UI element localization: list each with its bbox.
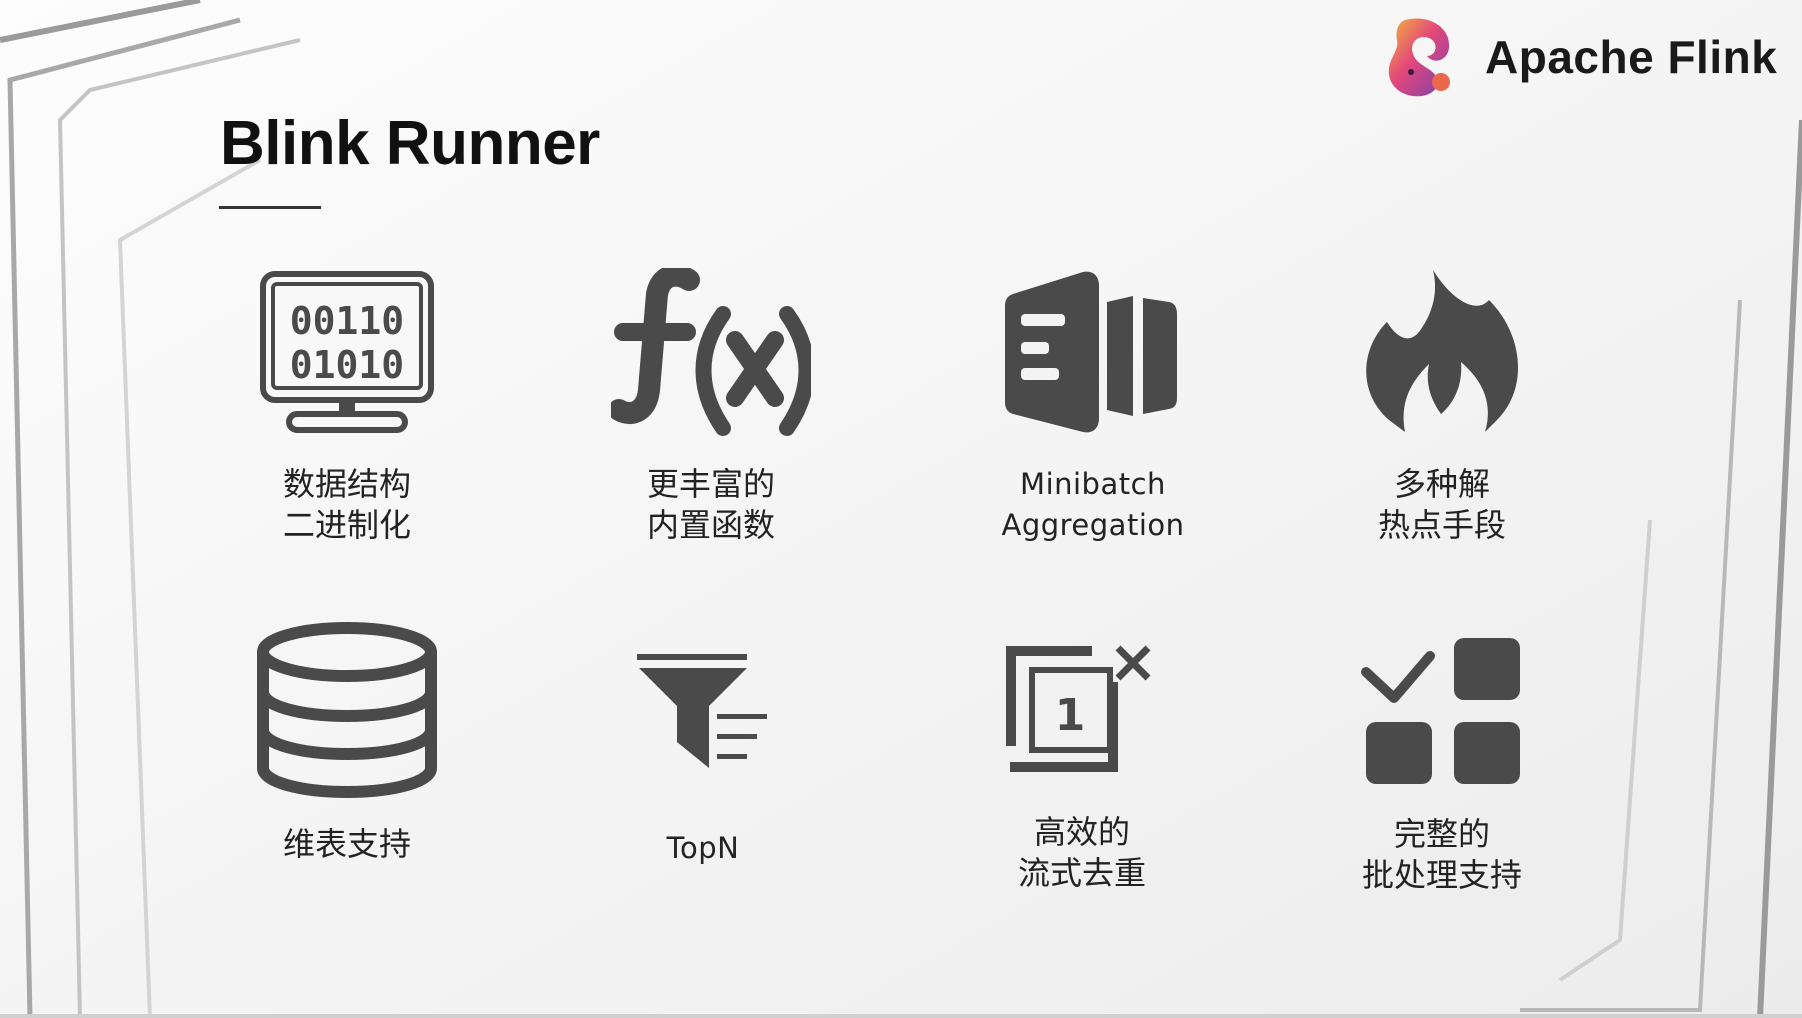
binary-monitor-icon: 00110 01010 [260, 271, 434, 433]
flink-squirrel-logo-icon [1388, 18, 1450, 97]
binary-row-1: 00110 [290, 299, 404, 343]
slide-title: Blink Runner [220, 109, 600, 178]
feature-binary: 00110 01010 数据结构 二进制化 [167, 268, 527, 546]
feature-batch: 完整的 批处理支持 [1262, 636, 1622, 896]
database-icon [257, 622, 437, 798]
binary-row-2: 01010 [290, 343, 404, 387]
feature-dimension: 维表支持 [167, 622, 527, 865]
feature-label: TopN [666, 831, 740, 865]
dedup-copy-icon: 1 [1006, 645, 1151, 772]
feature-label: 高效的 流式去重 [1017, 813, 1146, 892]
feature-label: 更丰富的 内置函数 [646, 465, 775, 544]
checklist-grid-icon [1361, 638, 1520, 784]
feature-hotspot: 多种解 热点手段 [1262, 268, 1622, 546]
function-fx-icon [611, 268, 811, 436]
brand: Apache Flink [1375, 12, 1777, 102]
brand-name: Apache Flink [1485, 31, 1778, 83]
feature-label: 多种解 热点手段 [1377, 465, 1506, 544]
minibatch-bars-icon [1005, 271, 1177, 433]
feature-label: 维表支持 [282, 825, 411, 863]
filter-list-icon [637, 654, 767, 768]
flame-icon [1366, 270, 1519, 432]
feature-minibatch: Minibatch Aggregation [913, 268, 1273, 546]
feature-label: Minibatch Aggregation [1001, 467, 1185, 542]
feature-dedup: 1 高效的 流式去重 [902, 642, 1262, 894]
feature-label: 完整的 批处理支持 [1361, 815, 1522, 894]
feature-label: 数据结构 二进制化 [282, 465, 411, 544]
dedup-badge: 1 [1055, 690, 1086, 741]
title-underline [219, 206, 321, 209]
feature-functions: 更丰富的 内置函数 [531, 268, 891, 546]
feature-topn: TopN [523, 652, 883, 869]
